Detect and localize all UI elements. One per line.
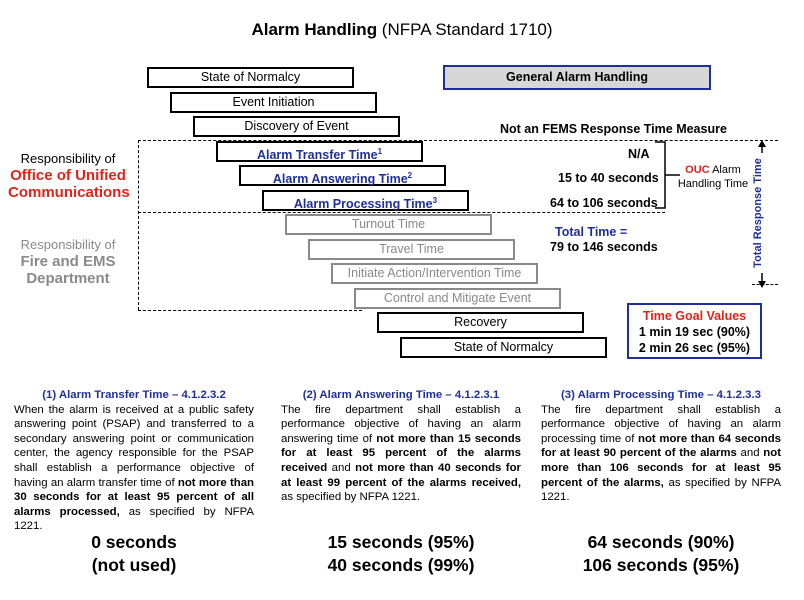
time-goal-heading: Time Goal Values [642,309,747,323]
result-processing: 64 seconds (90%)106 seconds (95%) [582,532,740,575]
column-heading: (3) Alarm Processing Time – 4.1.2.3.3 [560,389,762,401]
time-goal-box: Time Goal Values 1 min 19 sec (90%) 2 mi… [627,303,762,359]
divider-middle [138,212,665,213]
step-state-of-normalcy: State of Normalcy [147,67,354,88]
step-initiate-action: Initiate Action/Intervention Time [331,263,538,284]
time-goal-90: 1 min 19 sec (90%) [638,325,751,339]
time-goal-95: 2 min 26 sec (95%) [638,341,751,355]
title-sub: (NFPA Standard 1710) [377,20,553,39]
step-turnout-time: Turnout Time [285,214,492,235]
column-processing: (3) Alarm Processing Time – 4.1.2.3.3 Th… [541,389,782,504]
step-control-and-mitigate: Control and Mitigate Event [354,288,561,309]
column-heading: (2) Alarm Answering Time – 4.1.2.3.1 [302,389,500,401]
step-event-initiation: Event Initiation [170,92,377,113]
column-answering: (2) Alarm Answering Time – 4.1.2.3.1 The… [281,389,521,504]
divider-left [138,140,139,310]
step-alarm-processing-time: Alarm Processing Time3 [262,190,469,211]
total-time-label: Total Time = [555,225,628,239]
transfer-na-label: N/A [628,147,650,161]
title-main: Alarm Handling [251,20,378,39]
column-transfer: (1) Alarm Transfer Time – 4.1.2.3.2 When… [14,389,255,533]
arrow-base-line [752,284,778,285]
column-heading: (1) Alarm Transfer Time – 4.1.2.3.2 [42,389,226,401]
processing-range-label: 64 to 106 seconds [550,196,658,210]
step-recovery: Recovery [377,312,584,333]
step-travel-time: Travel Time [308,239,515,260]
total-time-range: 79 to 146 seconds [550,240,658,254]
total-response-time-label: Total Response Time [752,153,768,273]
ouc-bracket [655,141,680,209]
responsibility-fire: Responsibility of Fire and EMS Departmen… [20,237,116,287]
not-fems-label: Not an FEMS Response Time Measure [500,122,727,136]
general-alarm-handling-box: General Alarm Handling [443,65,711,90]
step-discovery-of-event: Discovery of Event [193,116,400,137]
responsibility-ouc: Responsibility of Office of Unified Comm… [8,151,130,201]
divider-top [138,140,778,141]
result-answering: 15 seconds (95%)40 seconds (99%) [327,532,475,575]
divider-bottom [138,310,362,311]
page-title: Alarm Handling (NFPA Standard 1710) [0,20,804,40]
step-alarm-transfer-time: Alarm Transfer Time1 [216,141,423,162]
answering-range-label: 15 to 40 seconds [558,171,659,185]
step-alarm-answering-time: Alarm Answering Time2 [239,165,446,186]
step-state-of-normalcy-final: State of Normalcy [400,337,607,358]
result-transfer: 0 seconds(not used) [91,532,177,575]
